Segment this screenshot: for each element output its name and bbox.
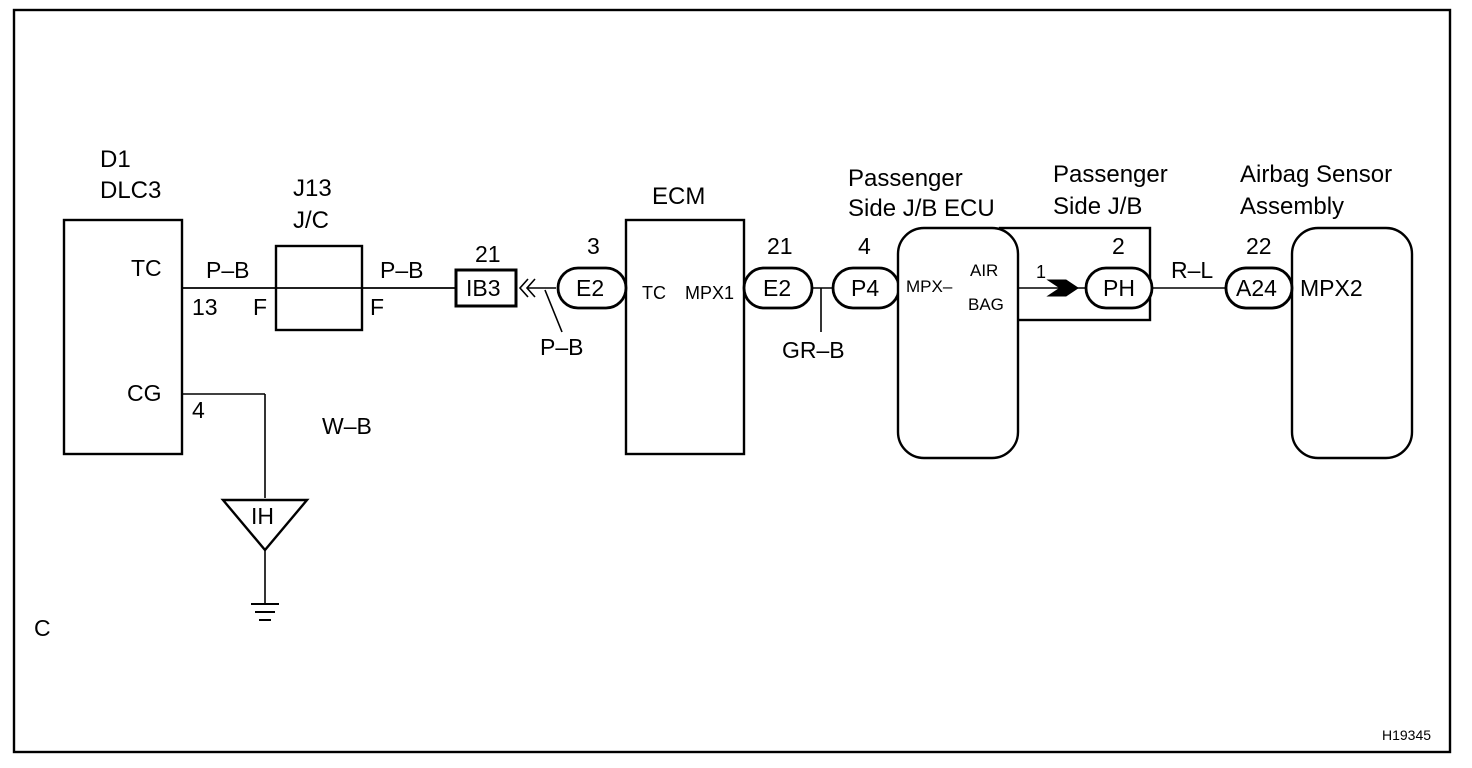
airbag-sensor-component: Airbag Sensor Assembly MPX2	[1240, 161, 1414, 460]
ecm-connector-e2-left-pin: 3	[587, 233, 600, 259]
connector-ib3: IB3 21 P–B	[454, 241, 583, 360]
wire-color-rl: R–L	[1171, 257, 1213, 283]
airbag-box	[1290, 226, 1414, 460]
jb-plug-chevron	[1046, 279, 1079, 297]
ecm-connector-e2-left-label: E2	[576, 275, 604, 301]
jc-name: J/C	[293, 207, 329, 234]
jb-ecu-pin-bag: BAG	[968, 295, 1004, 314]
dlc3-name: DLC3	[100, 177, 161, 204]
dlc3-box	[62, 218, 184, 456]
ib3-box	[454, 268, 518, 308]
p4-label: P4	[851, 275, 879, 301]
connector-p4: P4 4	[831, 233, 901, 310]
connector-ph: PH	[1084, 266, 1154, 310]
a24-box-overlay	[1224, 266, 1294, 310]
ground-point-ih-triangle	[220, 498, 310, 552]
ecm-component: ECM TC MPX1 E2 3 E2 21	[556, 183, 814, 456]
wire-color-grb: GR–B	[782, 337, 845, 363]
ib3-pin: 21	[475, 241, 501, 267]
dlc3-component: D1 DLC3 TC 13 CG 4	[62, 146, 218, 456]
jb-ecu-box	[896, 226, 1020, 460]
passenger-jb-ecu-component: Passenger Side J/B ECU MPX– AIR BAG	[848, 165, 1020, 460]
ground-branch: IH W–B	[182, 393, 372, 621]
jb-name-line2: Side J/B	[1053, 193, 1142, 220]
wire-color-wb: W–B	[322, 413, 372, 439]
jb-ecu-name-line2: Side J/B ECU	[848, 195, 995, 222]
airbag-name-line1: Airbag Sensor	[1240, 161, 1392, 188]
ib3-label: IB3	[466, 275, 501, 301]
figure-id: H19345	[1382, 727, 1431, 743]
jb-pin-out: 2	[1112, 233, 1125, 259]
junction-connector-j13: J13 J/C F F	[182, 175, 456, 332]
ib3-chevron-1	[518, 278, 529, 298]
airbag-name-line2: Assembly	[1240, 193, 1344, 220]
ecm-name: ECM	[652, 183, 705, 210]
jb-ecu-pin-mpx: MPX–	[906, 277, 953, 296]
ecm-pin-tc: TC	[642, 283, 666, 303]
wire-color-pb-right: P–B	[380, 257, 423, 283]
ground-point-ih-label: IH	[251, 503, 274, 529]
dlc3-pin-cg: CG	[127, 380, 162, 406]
ib3-chevron-2	[525, 278, 536, 298]
dlc3-pin-cg-number: 4	[192, 397, 205, 423]
ecm-pin-mpx1: MPX1	[685, 283, 734, 303]
jc-right-pin: F	[370, 294, 384, 320]
dlc3-pin-tc: TC	[131, 255, 162, 281]
jb-name-line1: Passenger	[1053, 161, 1168, 188]
p4-pin: 4	[858, 233, 871, 259]
dlc3-code: D1	[100, 146, 131, 173]
ecm-connector-e2-left	[556, 266, 628, 310]
pb-leader-line	[544, 289, 563, 333]
ph-label: PH	[1103, 275, 1135, 301]
ecm-box	[624, 218, 746, 456]
diagram-frame	[12, 8, 1452, 754]
jc-left-pin: F	[253, 294, 267, 320]
airbag-pin-mpx2: MPX2	[1300, 275, 1363, 301]
a24-pin: 22	[1246, 233, 1272, 259]
jb-ecu-pin-air: AIR	[970, 261, 998, 280]
a24-label-overlay: A24	[1236, 275, 1277, 301]
jb-ecu-name-line1: Passenger	[848, 165, 963, 192]
ecm-connector-e2-right-label: E2	[763, 275, 791, 301]
dlc3-pin-tc-number: 13	[192, 294, 218, 320]
wire-color-pb-left: P–B	[206, 257, 249, 283]
wire-color-pb-lower: P–B	[540, 334, 583, 360]
ecm-connector-e2-right-pin: 21	[767, 233, 793, 259]
section-letter: C	[34, 615, 51, 641]
jb-pin-in: 1	[1036, 262, 1046, 282]
jc-code: J13	[293, 175, 332, 202]
